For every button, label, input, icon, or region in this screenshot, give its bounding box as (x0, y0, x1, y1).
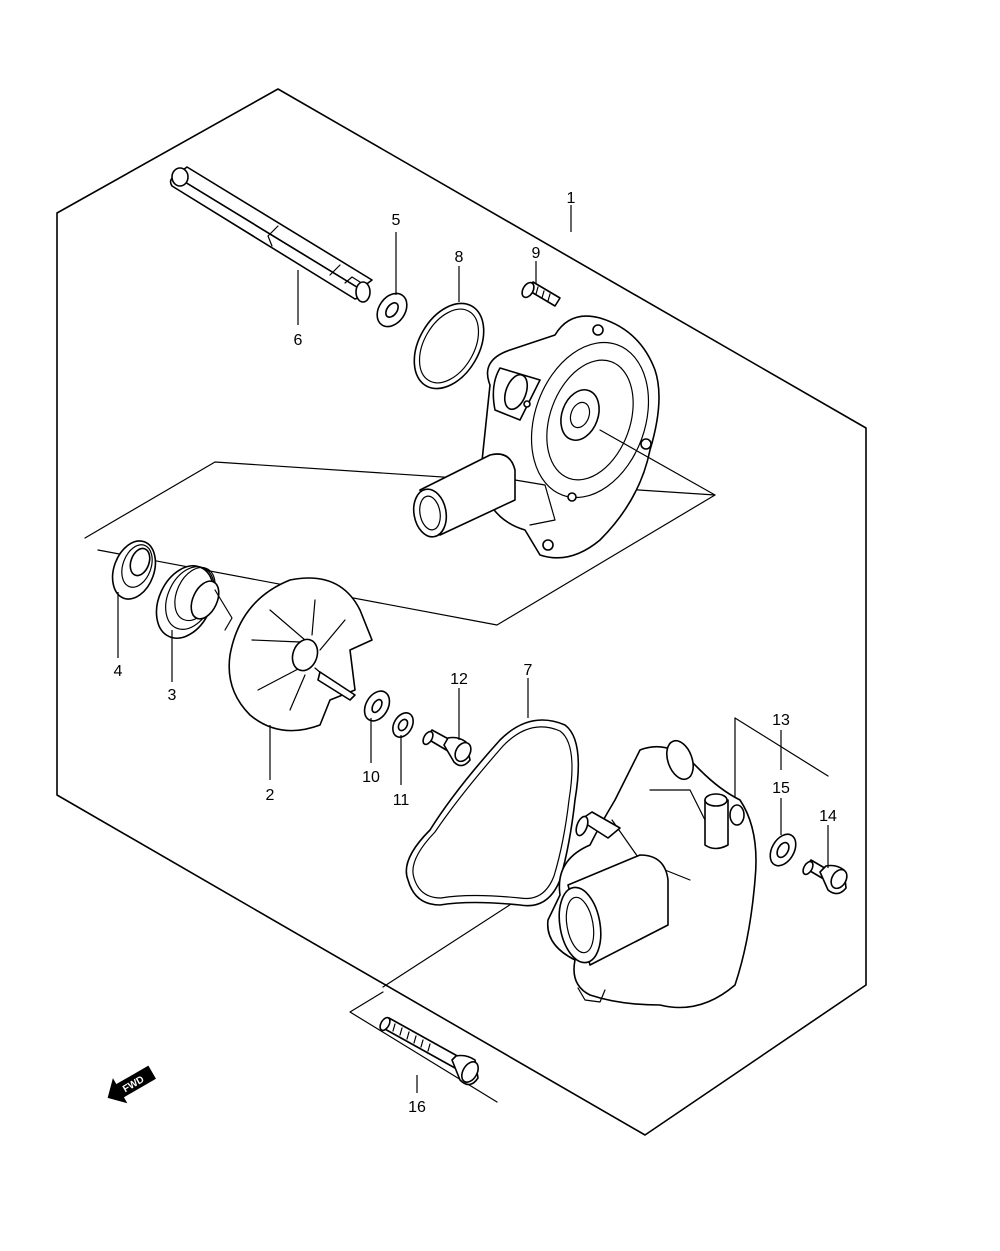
assembly-frame (56, 88, 867, 1136)
part-1-pump-case (412, 315, 716, 559)
label-6: 6 (294, 332, 303, 349)
label-1: 1 (567, 190, 576, 207)
part-3-mechanical-seal (155, 565, 233, 639)
part-14-bolt (802, 859, 848, 895)
label-14: 14 (819, 808, 837, 825)
label-12: 12 (450, 671, 468, 688)
part-16-bolt (379, 1016, 479, 1086)
label-11: 11 (393, 792, 410, 809)
leader-lines (117, 205, 829, 1093)
label-5: 5 (392, 212, 401, 229)
part-pump-cover (546, 739, 757, 1009)
label-3: 3 (168, 687, 177, 704)
label-10: 10 (362, 769, 380, 786)
label-9: 9 (532, 245, 541, 262)
fwd-arrow-icon: FWD (107, 1065, 156, 1104)
part-2-impeller (228, 577, 373, 732)
label-13: 13 (772, 712, 790, 729)
label-8: 8 (455, 249, 464, 266)
label-7: 7 (524, 662, 533, 679)
part-11-washer (392, 712, 414, 738)
label-4: 4 (114, 663, 123, 680)
part-8-o-ring (413, 302, 485, 390)
part-7-gasket (405, 719, 580, 907)
label-2: 2 (266, 787, 275, 804)
part-5-washer (376, 292, 408, 328)
label-15: 15 (772, 780, 790, 797)
part-10-washer (363, 690, 391, 722)
part-9-bolt (521, 281, 561, 307)
label-16: 16 (408, 1099, 426, 1116)
part-12-bolt (422, 729, 472, 767)
part-4-oil-seal (111, 540, 157, 600)
callout-labels: 1 2 3 4 5 6 7 8 9 10 11 12 13 14 15 16 (114, 190, 837, 1116)
fwd-label: FWD (121, 1074, 146, 1095)
part-6-shaft (169, 166, 373, 303)
part-15-washer (769, 833, 797, 867)
